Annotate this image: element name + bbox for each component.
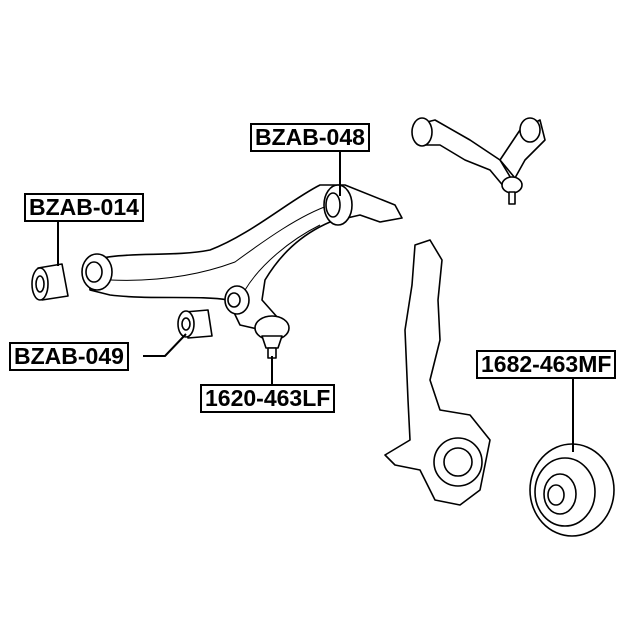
arm-front-bushing-eye (81, 253, 113, 291)
leader-bzab-049 (143, 333, 187, 357)
arm-upper-bushing (323, 184, 353, 226)
lower-control-arm (87, 184, 403, 331)
arm-rear-bushing-eye (224, 285, 250, 315)
ball-joint-part (254, 315, 290, 359)
rear-bushing-part (177, 309, 213, 339)
label-bzab-048: BZAB-048 (250, 123, 370, 152)
label-1682-463mf: 1682-463MF (476, 350, 617, 379)
steering-knuckle (384, 239, 491, 506)
upper-control-arm (411, 117, 546, 205)
label-bzab-014: BZAB-014 (24, 193, 144, 222)
label-1620-463lf: 1620-463LF (200, 384, 336, 413)
front-bushing-part (31, 263, 69, 301)
label-bzab-049: BZAB-049 (9, 342, 129, 371)
wheel-hub-part (529, 443, 615, 537)
